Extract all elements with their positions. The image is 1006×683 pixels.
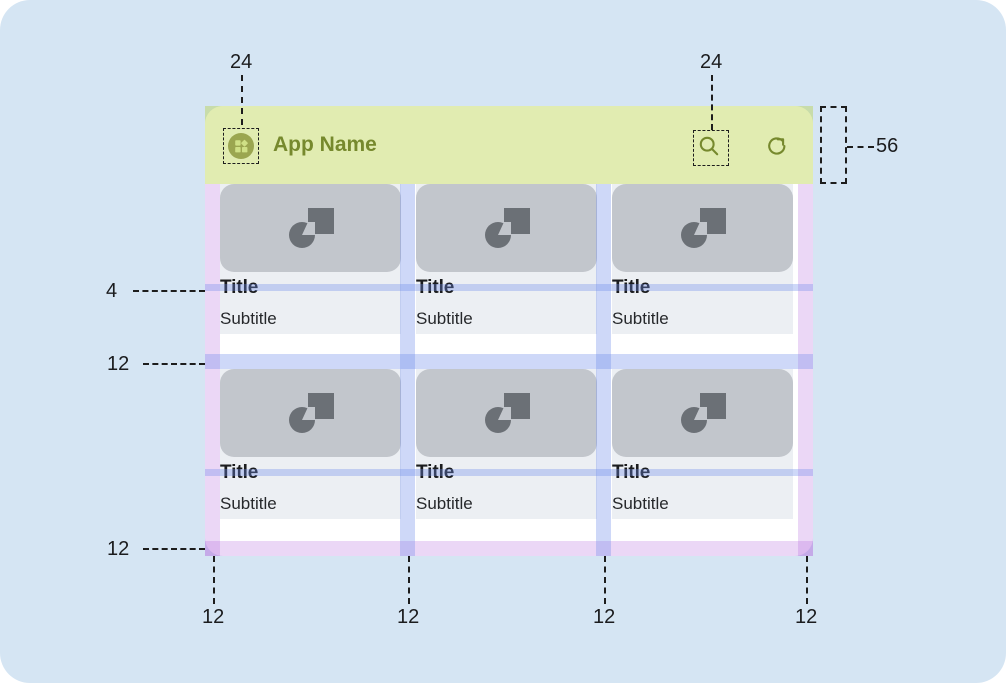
annotation-gutter-mid-1: 12 xyxy=(397,606,420,628)
leader-gutter-right xyxy=(806,556,808,604)
image-placeholder-icon xyxy=(288,208,334,248)
appbar-height-dimension-box xyxy=(820,106,847,184)
leader-search-icon xyxy=(711,75,713,130)
image-placeholder-icon xyxy=(680,393,726,433)
annotation-menu-icon-size: 24 xyxy=(230,51,253,73)
image-placeholder-icon xyxy=(680,208,726,248)
leader-gutter-mid-1 xyxy=(408,556,410,604)
card-title: Title xyxy=(416,462,455,483)
leader-bottom-padding xyxy=(143,548,205,550)
card-media xyxy=(612,369,793,457)
card-media xyxy=(612,184,793,272)
annotation-title-gap: 4 xyxy=(106,280,118,302)
card-title: Title xyxy=(416,277,455,298)
image-placeholder-icon xyxy=(484,393,530,433)
card-subtitle: Subtitle xyxy=(220,494,277,513)
leader-gutter-mid-2 xyxy=(604,556,606,604)
card-media xyxy=(416,184,597,272)
card-subtitle: Subtitle xyxy=(612,309,669,328)
image-placeholder-icon xyxy=(484,208,530,248)
annotation-gutter-left: 12 xyxy=(202,606,225,628)
card-title: Title xyxy=(612,462,651,483)
leader-menu-icon xyxy=(241,75,243,125)
card-media xyxy=(220,369,401,457)
annotation-search-icon-size: 24 xyxy=(700,51,723,73)
card-title: Title xyxy=(612,277,651,298)
card-subtitle: Subtitle xyxy=(612,494,669,513)
card-subtitle: Subtitle xyxy=(220,309,277,328)
card-subtitle: Subtitle xyxy=(416,309,473,328)
menu-icon[interactable] xyxy=(227,132,255,160)
card-subtitle: Subtitle xyxy=(416,494,473,513)
image-placeholder-icon xyxy=(288,393,334,433)
annotation-appbar-height: 56 xyxy=(876,135,899,157)
search-icon[interactable] xyxy=(697,134,721,158)
annotation-gutter-mid-2: 12 xyxy=(593,606,616,628)
card-title: Title xyxy=(220,462,259,483)
leader-gutter-left xyxy=(213,556,215,604)
annotation-bottom-padding: 12 xyxy=(107,538,130,560)
leader-appbar-height xyxy=(847,146,874,148)
refresh-icon[interactable] xyxy=(765,134,789,158)
leader-title-gap xyxy=(133,290,205,292)
card-media xyxy=(220,184,401,272)
card-media xyxy=(416,369,597,457)
annotation-row-gap: 12 xyxy=(107,353,130,375)
page-title: App Name xyxy=(273,133,377,156)
app-bar: App Name xyxy=(205,106,813,184)
card-title: Title xyxy=(220,277,259,298)
leader-row-gap xyxy=(143,363,205,365)
annotation-gutter-right: 12 xyxy=(795,606,818,628)
